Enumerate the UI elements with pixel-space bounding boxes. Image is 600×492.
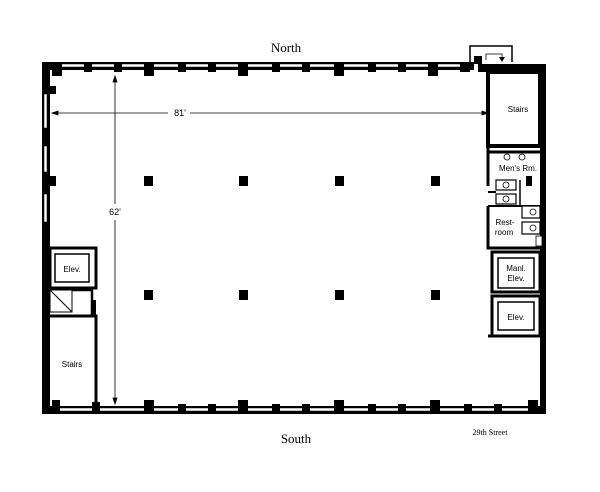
outer-walls [42, 62, 546, 414]
elevator-left: Elev. [48, 246, 98, 290]
dimension-depth [112, 74, 118, 406]
west-window-3 [43, 193, 48, 223]
entry-projection [469, 45, 513, 64]
restroom-label-line2: room [495, 228, 514, 237]
stairs-left-room: Stairs [50, 314, 98, 404]
street-label: 29th Street [473, 428, 509, 437]
elevator-right-label: Elev. [507, 313, 524, 322]
column [335, 176, 344, 186]
east-wall [540, 64, 546, 414]
column [431, 176, 440, 186]
manual-elevator: Manl. Elev. [490, 250, 542, 294]
stairs-left-label: Stairs [62, 360, 82, 369]
column [144, 176, 153, 186]
west-window-2 [43, 145, 48, 173]
column [239, 290, 248, 300]
northeast-wall [478, 64, 544, 72]
west-wall [42, 62, 50, 414]
urinal-icon [518, 153, 526, 161]
elevator-right: Elev. [488, 294, 544, 338]
south-piers [52, 400, 538, 414]
west-window-1 [43, 93, 48, 129]
restroom-label-line1: Rest- [495, 218, 514, 227]
south-window-band [55, 407, 535, 412]
column [431, 290, 440, 300]
west-piers [48, 86, 56, 186]
depth-dimension-label: 62' [109, 207, 121, 217]
south-label: South [281, 431, 312, 446]
restroom: Rest- room [486, 205, 543, 250]
north-label: North [271, 40, 302, 55]
mens-room-label: Men's Rm. [499, 164, 537, 173]
column [335, 290, 344, 300]
toilet-icon [502, 181, 510, 189]
manual-elevator-label-line2: Elev. [507, 274, 524, 283]
stairs-right-label: Stairs [508, 105, 528, 114]
interior-columns [144, 176, 440, 300]
north-piers [52, 62, 470, 76]
width-dimension-label: 81' [174, 108, 186, 118]
dimension-width [50, 110, 490, 116]
mens-room: Men's Rm. [486, 148, 540, 207]
column [144, 290, 153, 300]
column [239, 176, 248, 186]
toilet-icon [502, 195, 510, 203]
elevator-left-label: Elev. [63, 265, 80, 274]
stairs-right-room [486, 70, 542, 148]
urinal-icon [503, 153, 511, 161]
toilet-icon [529, 208, 537, 216]
manual-elevator-label-line1: Manl. [506, 264, 526, 273]
windows [43, 63, 535, 412]
toilet-icon [529, 224, 537, 232]
left-shaft [49, 288, 96, 316]
